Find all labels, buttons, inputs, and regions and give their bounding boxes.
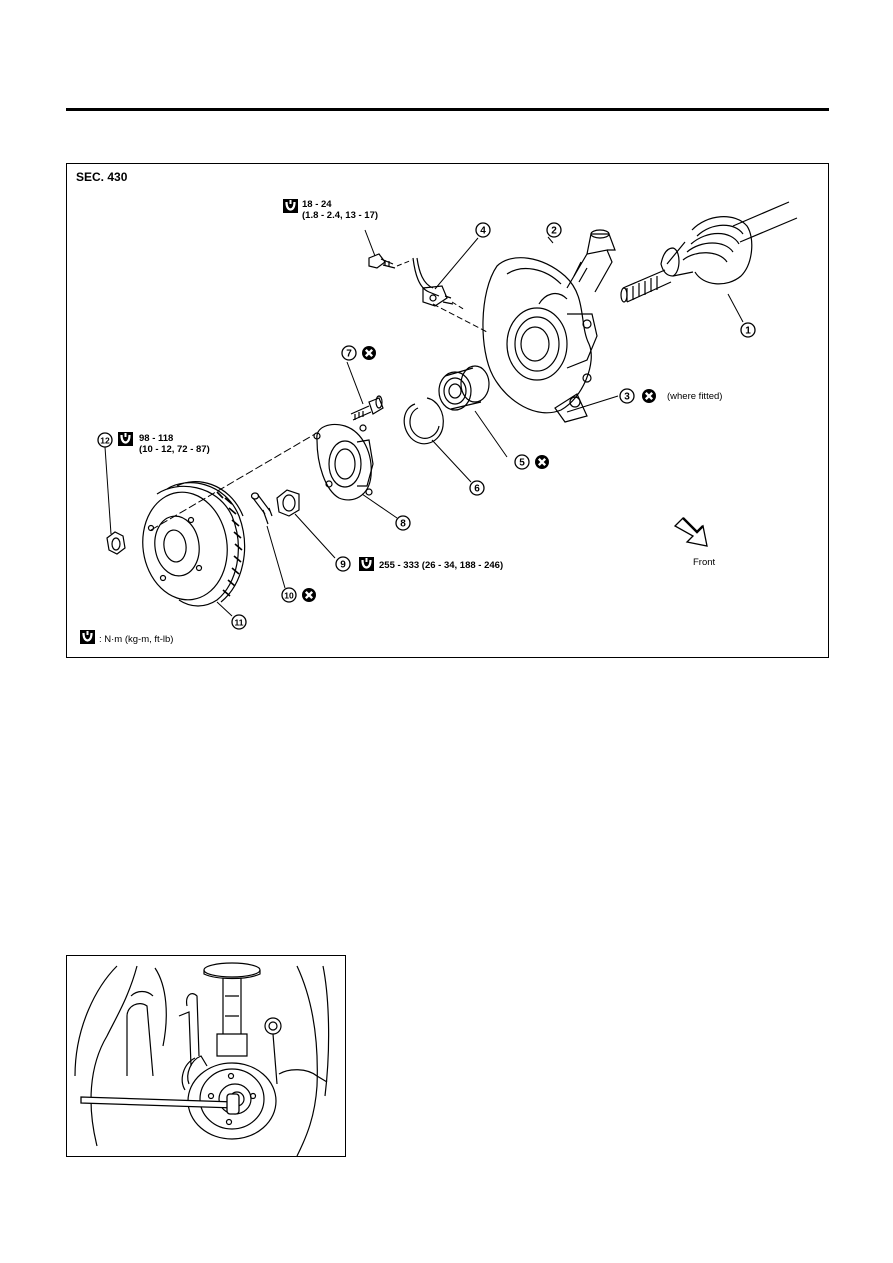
callout-3: 3	[619, 388, 635, 404]
replace-icon-10	[300, 586, 318, 604]
sensor-bolt	[368, 253, 396, 269]
callout-11: 11	[231, 614, 247, 630]
wheel-nut	[106, 531, 126, 555]
hub-nut-removal-illustration	[74, 962, 330, 1157]
hub-nut-torque: 255 - 333 (26 - 34, 188 - 246)	[379, 560, 503, 571]
callout-4: 4	[475, 222, 491, 238]
callout-1: 1	[740, 322, 756, 338]
callout-8: 8	[395, 515, 411, 531]
svg-text:4: 4	[480, 226, 486, 237]
drive-shaft	[620, 201, 798, 303]
callout-5: 5	[514, 454, 530, 470]
wheel-bearing	[438, 365, 490, 411]
torque-icon-hub-nut	[357, 555, 376, 573]
wheel-nut-torque: 98 - 118	[139, 433, 173, 444]
svg-text:7: 7	[346, 349, 352, 360]
steering-knuckle	[482, 229, 616, 423]
cotter-pin	[250, 492, 273, 525]
snap-ring	[403, 397, 444, 445]
brake-disc	[142, 481, 246, 607]
hub-nut	[276, 489, 300, 517]
hub-bolt	[350, 395, 384, 421]
front-arrow-icon	[673, 517, 708, 547]
callout-10: 10	[281, 587, 297, 603]
sensor-bolt-torque: 18 - 24	[302, 199, 332, 210]
svg-text:1: 1	[745, 326, 751, 337]
section-label: SEC. 430	[76, 170, 128, 184]
svg-text:5: 5	[519, 458, 525, 469]
wheel-hub	[313, 423, 374, 501]
svg-text:3: 3	[624, 392, 630, 403]
torque-icon-legend	[78, 628, 97, 646]
svg-text:11: 11	[235, 618, 244, 628]
breaker-bar	[80, 1093, 240, 1115]
torque-icon-sensor-bolt	[281, 197, 300, 215]
svg-text:6: 6	[474, 484, 480, 495]
sensor-bolt-torque-alt: (1.8 - 2.4, 13 - 17)	[302, 210, 378, 221]
torque-icon-wheel-nut	[116, 430, 135, 448]
exploded-diagram: SEC. 430 1 2 3	[76, 170, 798, 646]
hub-nut-removal-illustration-frame	[66, 955, 346, 1157]
front-label: Front	[693, 557, 716, 568]
replace-icon-5	[533, 453, 551, 471]
callout-6: 6	[469, 480, 485, 496]
svg-text:12: 12	[100, 436, 110, 446]
callout-2: 2	[546, 222, 562, 238]
callout-7: 7	[341, 345, 357, 361]
units-legend: : N·m (kg-m, ft-lb)	[99, 634, 173, 645]
exploded-diagram-frame: SEC. 430 1 2 3	[66, 163, 829, 658]
svg-text:9: 9	[340, 560, 346, 571]
svg-text:2: 2	[551, 226, 557, 237]
wheel-nut-torque-alt: (10 - 12, 72 - 87)	[139, 444, 210, 455]
wheel-sensor	[412, 257, 454, 307]
svg-text:8: 8	[400, 519, 406, 530]
where-fitted-note: (where fitted)	[667, 391, 722, 402]
callout-9: 9	[335, 556, 351, 572]
replace-icon-7	[360, 344, 378, 362]
header-rule	[66, 108, 829, 111]
svg-text:10: 10	[284, 591, 294, 601]
callout-12: 12	[97, 432, 113, 448]
replace-icon-3	[640, 387, 658, 405]
